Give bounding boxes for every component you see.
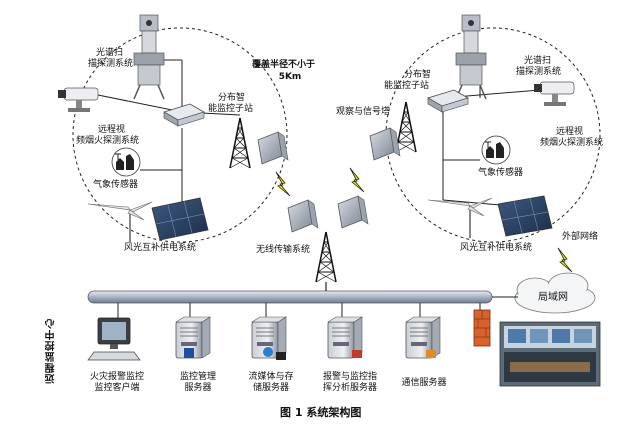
- monitoring-server-label-2: 服务器: [184, 383, 212, 393]
- left-weather-sensor-icon: [111, 147, 141, 177]
- center-left-radio-icon: [287, 199, 319, 233]
- left-scanner-label-2: 描探测系统: [88, 59, 134, 69]
- center-right-radio-icon: [337, 195, 369, 229]
- right-smoke-camera-icon: [533, 81, 575, 107]
- lan-cloud-icon: [514, 272, 596, 314]
- right-solar-panel-icon: [497, 195, 553, 237]
- left-coverage-circle: [72, 27, 288, 243]
- left-wireless-bolt-icon: [275, 171, 291, 197]
- right-wind-turbine-icon: [427, 197, 493, 239]
- monitoring-center-label: 远程监控中心: [46, 318, 57, 384]
- coverage-radius-value: 5Km: [278, 72, 302, 82]
- right-tower-label: 观察与信号塔: [336, 107, 391, 117]
- client-label-1: 火灾报警监控: [89, 372, 144, 382]
- client-label-2: 监控客户端: [94, 383, 140, 393]
- lan-label: 局域网: [538, 292, 568, 303]
- right-smoke-camera-label-2: 频烟火探测系统: [540, 138, 604, 148]
- right-spectral-scanner-icon: [455, 14, 487, 100]
- network-bus: [87, 290, 493, 304]
- server-badges: [184, 347, 436, 360]
- left-power-label: 风光互补供电系统: [124, 243, 197, 253]
- figure-caption: 图 1 系统架构图: [280, 406, 362, 419]
- right-wireless-bolt-icon: [349, 167, 365, 193]
- right-coverage-circle: [385, 27, 601, 243]
- left-solar-panel-icon: [151, 197, 209, 241]
- streaming-server-label-1: 流媒体与存: [248, 372, 294, 382]
- left-weather-label: 气象传感器: [93, 180, 139, 190]
- left-substation-label-1: 分布智: [218, 93, 246, 103]
- left-substation-box-icon: [163, 103, 205, 127]
- left-scanner-label-1: 光谱扫: [96, 48, 124, 58]
- left-radio-unit-icon: [257, 131, 289, 165]
- left-wind-turbine-icon: [87, 201, 153, 243]
- left-spectral-scanner-icon: [133, 14, 165, 100]
- monitoring-server-label-1: 监控管理: [179, 372, 216, 382]
- firewall-icon: [473, 309, 491, 347]
- right-substation-box-icon: [427, 89, 469, 113]
- external-network-bolt-icon: [557, 247, 573, 273]
- right-substation-label-2: 能监控子站: [384, 81, 430, 91]
- right-substation-label-1: 分布智: [404, 70, 432, 80]
- left-tower-icon: [229, 117, 251, 169]
- center-tower-icon: [315, 231, 337, 283]
- external-network-label: 外部网络: [562, 232, 599, 242]
- right-smoke-camera-label-1: 远程视: [556, 127, 584, 137]
- left-smoke-camera-icon: [57, 87, 99, 113]
- alarm-server-label-1: 报警与监控指: [322, 372, 377, 382]
- client-pc-icon: [87, 317, 141, 361]
- right-radio-unit-icon: [369, 127, 401, 161]
- communication-server-label: 通信服务器: [401, 378, 447, 388]
- right-scanner-label-2: 描探测系统: [516, 67, 562, 77]
- right-tower-icon: [395, 101, 417, 153]
- left-substation-label-2: 能监控子站: [208, 104, 254, 114]
- alarm-server-label-2: 挥分析服务器: [322, 383, 377, 393]
- streaming-server-label-2: 储服务器: [252, 383, 289, 393]
- right-scanner-label-1: 光谱扫: [524, 56, 552, 66]
- left-smoke-camera-label-1: 远程视: [98, 125, 126, 135]
- right-weather-label: 气象传感器: [478, 168, 524, 178]
- left-smoke-camera-label-2: 频烟火探测系统: [76, 136, 140, 146]
- coverage-radius-label: 覆盖半径不小于: [252, 60, 316, 70]
- control-room-photo: [499, 321, 601, 387]
- right-weather-sensor-icon: [481, 135, 511, 165]
- right-power-label: 风光互补供电系统: [460, 243, 533, 253]
- wireless-transmission-label: 无线传输系统: [256, 245, 311, 255]
